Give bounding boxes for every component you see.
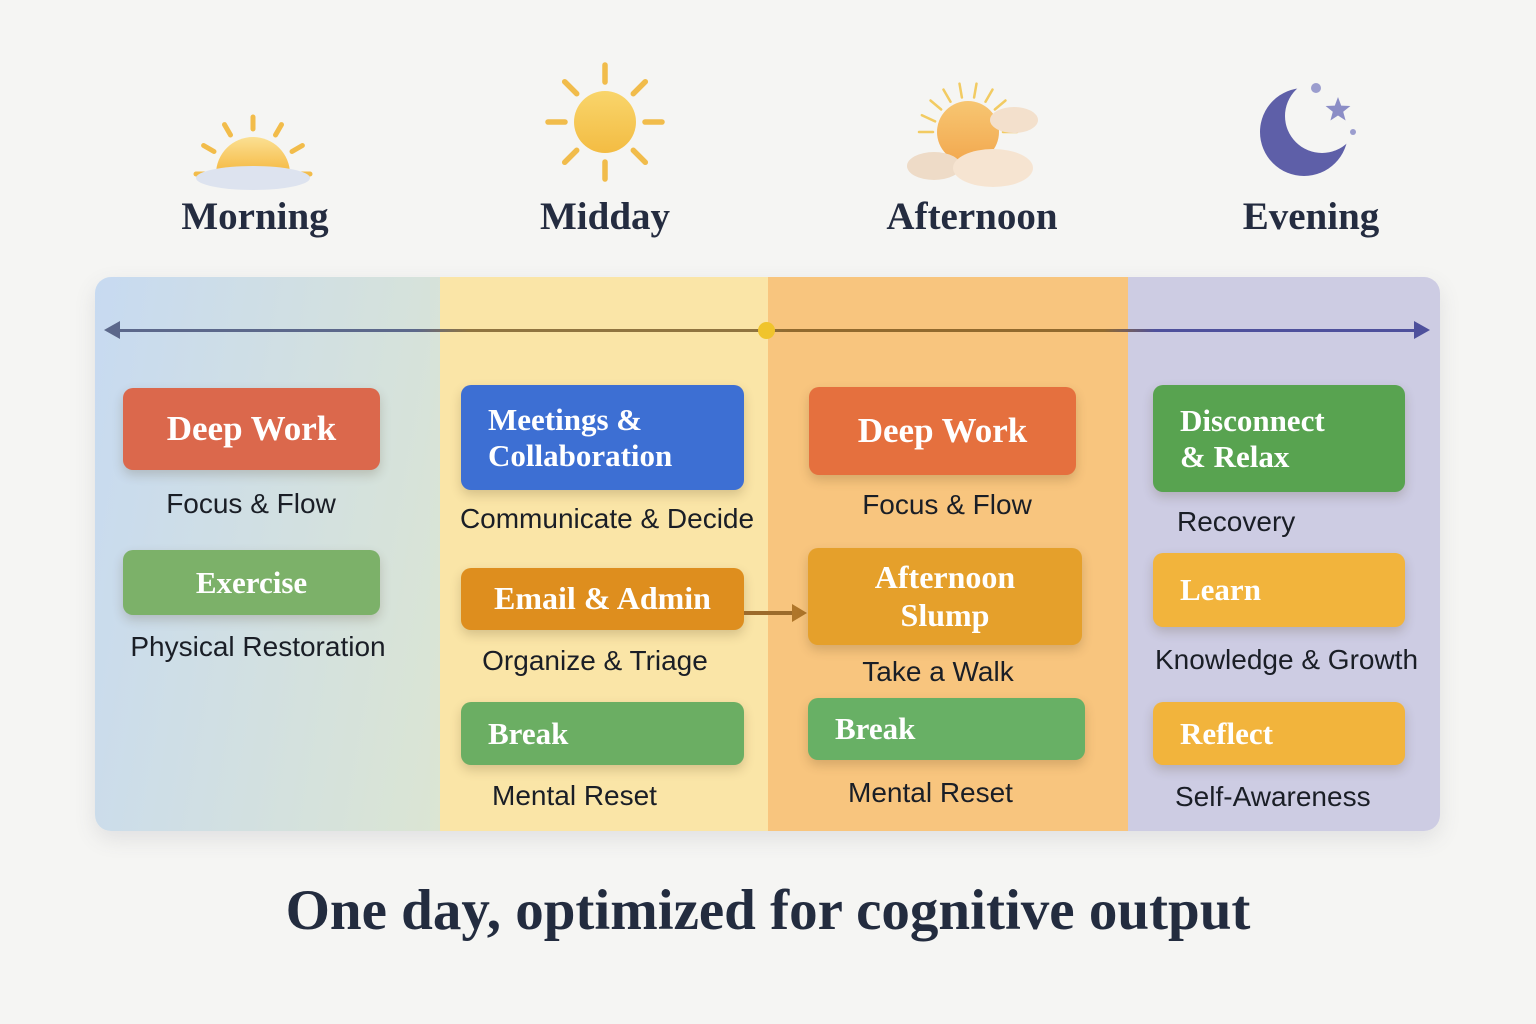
block-subtitle: Focus & Flow (862, 489, 1032, 520)
connector-arrow (744, 611, 794, 615)
block-subtitle: Communicate & Decide (459, 503, 755, 534)
period-label-morning: Morning (181, 195, 329, 238)
activity-block-reflect: Reflect (1153, 702, 1405, 765)
block-title: Afternoon Slump (874, 559, 1016, 633)
period-label-afternoon: Afternoon (886, 195, 1058, 238)
block-title: Learn (1180, 572, 1261, 608)
block-title: Deep Work (166, 408, 337, 448)
activity-block-disconnect-relax: Disconnect & Relax (1153, 385, 1405, 492)
activity-block-deep-work-morning: Deep Work (123, 388, 380, 470)
period-label-midday: Midday (539, 195, 671, 238)
activity-block-meetings: Meetings & Collaboration (461, 385, 744, 490)
sun-icon (545, 60, 665, 193)
connector-arrowhead (792, 604, 807, 622)
block-subtitle: Recovery (1177, 506, 1296, 537)
activity-block-break-afternoon: Break (808, 698, 1085, 760)
block-subtitle: Mental Reset (492, 780, 657, 811)
block-title: Disconnect & Relax (1180, 402, 1325, 474)
activity-block-break-midday: Break (461, 702, 744, 765)
activity-block-deep-work-afternoon: Deep Work (809, 387, 1076, 475)
sun-clouds-icon (900, 80, 1050, 207)
timeline-arrowhead-right (1414, 321, 1430, 339)
block-subtitle: Focus & Flow (166, 488, 336, 519)
block-title: Exercise (195, 564, 308, 600)
timeline-arrowhead-left (104, 321, 120, 339)
timeline-dot (758, 322, 775, 339)
block-title: Email & Admin (494, 580, 711, 617)
activity-block-exercise: Exercise (123, 550, 380, 615)
activity-block-learn: Learn (1153, 553, 1405, 627)
moon-icon (1252, 70, 1370, 195)
block-subtitle: Mental Reset (848, 777, 1013, 808)
block-subtitle: Self-Awareness (1175, 781, 1371, 812)
block-subtitle: Take a Walk (862, 656, 1014, 687)
block-title: Break (488, 715, 569, 751)
block-title: Meetings & Collaboration (488, 401, 673, 473)
caption: One day, optimized for cognitive output (285, 879, 1251, 942)
period-label-evening: Evening (1242, 195, 1380, 238)
activity-block-afternoon-slump: Afternoon Slump (808, 548, 1082, 645)
block-title: Deep Work (857, 410, 1028, 450)
sunrise-icon (188, 88, 318, 205)
block-title: Reflect (1180, 715, 1273, 751)
block-title: Break (835, 711, 916, 747)
block-subtitle: Knowledge & Growth (1155, 644, 1419, 675)
block-subtitle: Physical Restoration (130, 631, 386, 662)
activity-block-email-admin: Email & Admin (461, 568, 744, 630)
block-subtitle: Organize & Triage (482, 645, 708, 676)
